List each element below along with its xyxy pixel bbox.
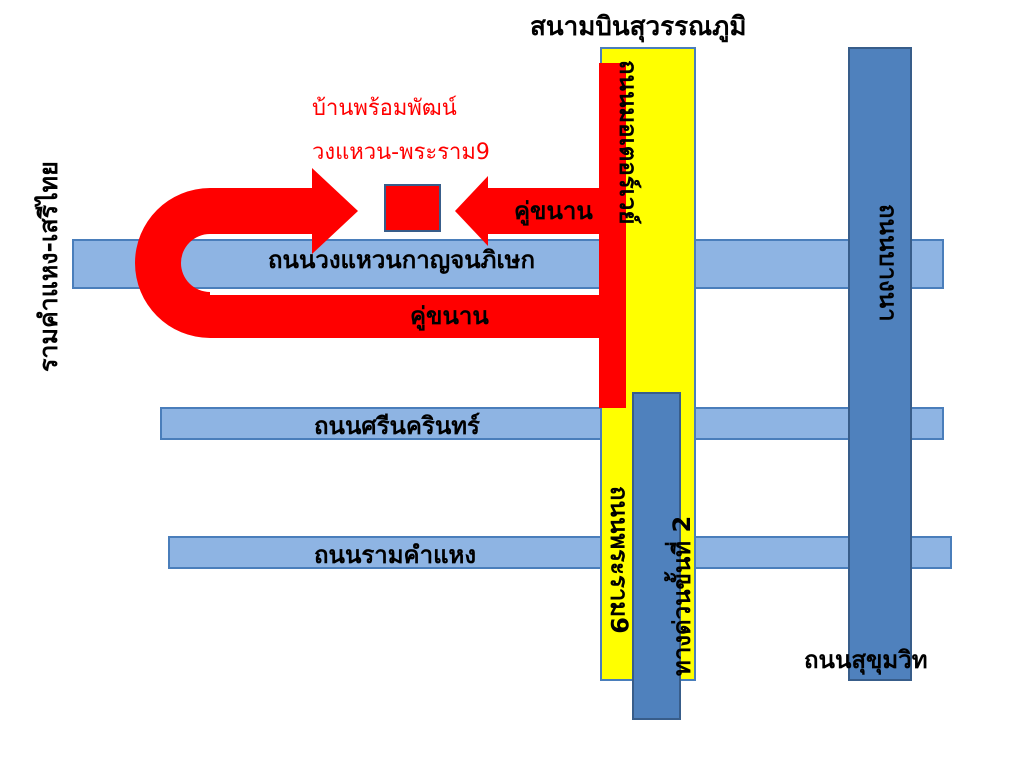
route-arrow-right bbox=[312, 168, 358, 254]
route-segment-motorway bbox=[599, 63, 626, 408]
road-expressway-2 bbox=[632, 392, 681, 720]
road-srinakarin bbox=[160, 407, 944, 440]
route-segment-frontage-upper bbox=[488, 188, 625, 234]
destination-label-line1: บ้านพร้อมพัฒน์ bbox=[312, 96, 457, 121]
airport-label: สนามบินสุวรรณภูมิ bbox=[530, 12, 747, 42]
destination-label-line2: วงแหวน-พระราม9 bbox=[312, 140, 490, 165]
road-kanchanaphisek bbox=[72, 239, 944, 289]
road-label-expressway-2: ทางด่วนขั้นที่ 2 bbox=[668, 515, 696, 676]
frontage-label-lower: คู่ขนาน bbox=[410, 302, 489, 330]
road-label-srinakarin: ถนนศรีนครินทร์ bbox=[314, 412, 480, 440]
road-label-kanchanaphisek: ถนนวงแหวนกาญจนภิเษก bbox=[268, 246, 536, 274]
route-arrow-left bbox=[455, 176, 488, 246]
road-label-sukhumvit: ถนนสุขุมวิท bbox=[804, 646, 928, 674]
road-label-bangna: ถนนบางนา bbox=[874, 204, 902, 322]
frontage-label-upper: คู่ขนาน bbox=[514, 197, 593, 225]
road-label-ramkhamhaeng: ถนนรามคำแหง bbox=[314, 541, 477, 569]
road-label-rama9: ถนนพระราม9 bbox=[605, 486, 633, 634]
road-ramkhamhaeng bbox=[168, 536, 952, 569]
destination-marker bbox=[384, 184, 441, 232]
road-label-motorway: ถนนมอเตอร์เวย์ bbox=[614, 60, 642, 225]
route-uturn bbox=[135, 188, 315, 338]
road-bangna bbox=[848, 47, 912, 681]
route-segment-frontage-lower bbox=[210, 295, 626, 338]
left-district-label: รามคำแหง-เสรีไทย bbox=[34, 161, 63, 372]
